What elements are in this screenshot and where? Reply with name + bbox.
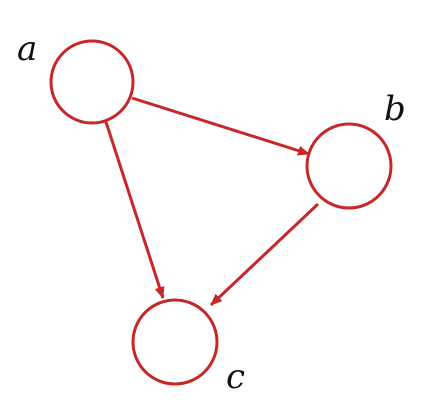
node-b-circle xyxy=(305,122,393,210)
node-c-label: c xyxy=(226,357,246,397)
node-b-label: b xyxy=(384,89,406,129)
edge-a-c xyxy=(104,121,165,299)
node-a-circle xyxy=(49,39,135,125)
edge-b-c xyxy=(209,202,320,307)
edge-a-b xyxy=(131,96,310,156)
node-c-circle xyxy=(131,298,219,386)
node-a-label: a xyxy=(17,29,38,69)
